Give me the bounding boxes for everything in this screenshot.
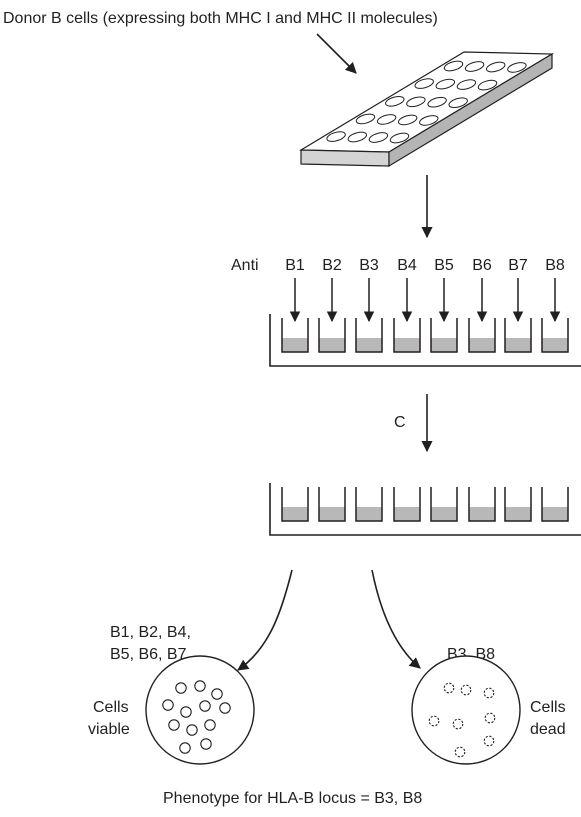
tray-1-well-fluid bbox=[431, 338, 457, 352]
tray-2-well-fluid bbox=[394, 507, 420, 521]
tray-1-well-fluid bbox=[356, 338, 382, 352]
phenotype-caption: Phenotype for HLA-B locus = B3, B8 bbox=[163, 790, 422, 807]
tray-2-well-fluid bbox=[319, 507, 345, 521]
antisera-arrows bbox=[295, 278, 555, 321]
complement-label: C bbox=[394, 414, 406, 431]
antiserum-label-b8: B8 bbox=[545, 257, 565, 274]
dead-cells-dish bbox=[412, 656, 520, 764]
viable-cell bbox=[176, 683, 186, 693]
right-status-line-1: Cells bbox=[530, 699, 566, 716]
viable-cells-dish bbox=[146, 656, 254, 764]
antiserum-label-b5: B5 bbox=[434, 257, 454, 274]
left-status-line-1: Cells bbox=[93, 699, 129, 716]
tray-with-antisera bbox=[270, 314, 581, 366]
title-to-plate-arrow bbox=[317, 34, 356, 73]
viable-cell bbox=[163, 700, 173, 710]
tray-2-well-fluid bbox=[542, 507, 568, 521]
antiserum-label-b1: B1 bbox=[285, 257, 305, 274]
tray-2-well-fluid bbox=[356, 507, 382, 521]
left-group-line-2: B5, B6, B7 bbox=[110, 646, 187, 663]
tray-1-well-fluid bbox=[505, 338, 531, 352]
tray-2-well-fluid bbox=[469, 507, 495, 521]
tray-2-well-fluid bbox=[282, 507, 308, 521]
tray-2-frame bbox=[270, 483, 581, 535]
viable-cell bbox=[205, 720, 215, 730]
tray-1-well-fluid bbox=[282, 338, 308, 352]
viable-cell bbox=[200, 701, 210, 711]
tray-1-well-fluid bbox=[319, 338, 345, 352]
antiserum-label-b2: B2 bbox=[322, 257, 342, 274]
tray-with-complement bbox=[270, 483, 581, 535]
viable-cell bbox=[180, 743, 190, 753]
left-status-line-2: viable bbox=[88, 721, 130, 738]
tray-2-well-fluid bbox=[431, 507, 457, 521]
microtiter-plate bbox=[301, 52, 552, 166]
antisera-labels: B1 B2 B3 B4 B5 B6 B7 B8 bbox=[285, 257, 565, 274]
viable-cell bbox=[220, 703, 230, 713]
viable-cell bbox=[195, 681, 205, 691]
tray-1-well-fluid bbox=[394, 338, 420, 352]
antiserum-label-b3: B3 bbox=[359, 257, 379, 274]
tray-1-well-fluid bbox=[469, 338, 495, 352]
tray-1-well-fluid bbox=[542, 338, 568, 352]
viable-cell bbox=[187, 725, 197, 735]
antiserum-label-b7: B7 bbox=[508, 257, 528, 274]
right-result-arrow bbox=[372, 570, 420, 668]
viable-cell bbox=[181, 707, 191, 717]
viable-cell bbox=[169, 720, 179, 730]
tray-2-well-fluid bbox=[505, 507, 531, 521]
tray-1-frame bbox=[270, 314, 581, 366]
viable-cell bbox=[212, 689, 222, 699]
left-result-arrow bbox=[238, 570, 292, 670]
right-status-line-2: dead bbox=[530, 721, 566, 738]
left-group-line-1: B1, B2, B4, bbox=[110, 624, 191, 641]
viable-cell bbox=[201, 739, 211, 749]
title-text: Donor B cells (expressing both MHC I and… bbox=[3, 10, 438, 27]
antiserum-label-b4: B4 bbox=[397, 257, 417, 274]
antiserum-label-b6: B6 bbox=[472, 257, 492, 274]
anti-label: Anti bbox=[231, 257, 259, 274]
plate-front-face bbox=[301, 150, 389, 166]
